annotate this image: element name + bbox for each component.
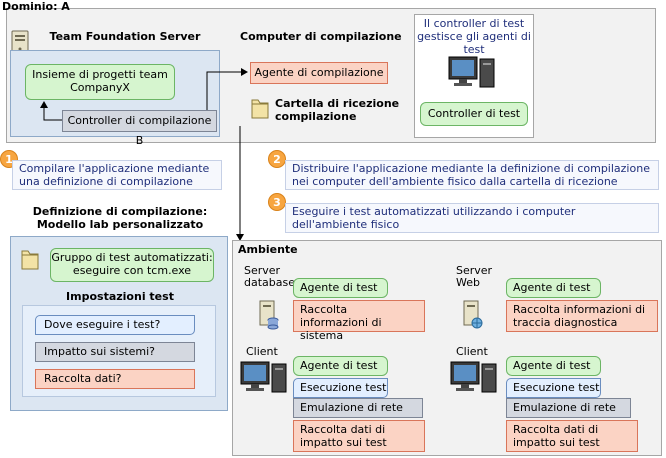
build-computer-title: Computer di compilazione bbox=[240, 30, 402, 43]
folder-icon bbox=[21, 250, 39, 270]
folder-icon bbox=[251, 99, 269, 119]
step-2-note: Distribuire l'applicazione mediante la d… bbox=[285, 160, 659, 190]
db-server-label: Server database bbox=[244, 264, 295, 289]
test-controller-caption: Il controller di test gestisce gli agent… bbox=[417, 17, 531, 56]
web-test-agent-label: Agente di test bbox=[513, 281, 591, 294]
setting-data-label: Raccolta dati? bbox=[44, 372, 122, 385]
client-1-label: Client bbox=[246, 345, 278, 358]
test-suite-label: Gruppo di test automatizzati: eseguire c… bbox=[51, 251, 213, 277]
step-3-text: Eseguire i test automatizzati utilizzand… bbox=[292, 205, 576, 231]
step-3-badge: 3 bbox=[268, 193, 286, 211]
client-1-impact-data[interactable]: Raccolta dati di impatto sui test bbox=[293, 420, 425, 452]
web-trace-info-label: Raccolta informazioni di traccia diagnos… bbox=[513, 303, 646, 329]
client-2-label: Client bbox=[456, 345, 488, 358]
test-controller-label: Controller di test bbox=[427, 107, 521, 120]
domain-label: Dominio: A bbox=[2, 0, 70, 13]
setting-where[interactable]: Dove eseguire i test? bbox=[35, 315, 195, 335]
client-1-test-agent-label: Agente di test bbox=[300, 359, 378, 372]
client-computer-icon bbox=[240, 361, 287, 393]
tfs-title: Team Foundation Server bbox=[49, 30, 201, 43]
setting-impact[interactable]: Impatto sui sistemi? bbox=[35, 342, 195, 362]
db-system-info[interactable]: Raccolta informazioni di sistema bbox=[293, 300, 425, 342]
computer-icon bbox=[448, 56, 495, 88]
client-2-network-emulation[interactable]: Emulazione di rete bbox=[506, 398, 631, 418]
drop-folder-label: Cartella di ricezione compilazione bbox=[275, 97, 400, 123]
build-controller[interactable]: Controller di compilazione B bbox=[62, 110, 217, 147]
client-2-test-run-label: Esecuzione test bbox=[513, 381, 600, 394]
client-2-impact-data[interactable]: Raccolta dati di impatto sui test bbox=[506, 420, 638, 452]
server-icon bbox=[11, 30, 29, 56]
setting-impact-label: Impatto sui sistemi? bbox=[44, 345, 155, 358]
client-1-test-agent[interactable]: Agente di test bbox=[293, 356, 388, 376]
client-1-impact-data-label: Raccolta dati di impatto sui test bbox=[300, 423, 387, 449]
client-2-test-run[interactable]: Esecuzione test bbox=[506, 378, 601, 398]
web-server-icon bbox=[463, 300, 483, 329]
web-server-label: Server Web bbox=[456, 264, 493, 289]
team-project-collection[interactable]: Insieme di progetti team CompanyX bbox=[25, 64, 175, 100]
db-system-info-label: Raccolta informazioni di sistema bbox=[300, 303, 382, 342]
client-2-network-emulation-label: Emulazione di rete bbox=[513, 401, 616, 414]
db-test-agent[interactable]: Agente di test bbox=[293, 278, 388, 298]
client-1-network-emulation-label: Emulazione di rete bbox=[300, 401, 403, 414]
client-1-test-run[interactable]: Esecuzione test bbox=[293, 378, 388, 398]
database-server-icon bbox=[259, 300, 279, 330]
client-2-test-agent[interactable]: Agente di test bbox=[506, 356, 601, 376]
client-2-impact-data-label: Raccolta dati di impatto sui test bbox=[513, 423, 600, 449]
build-definition-title: Definizione di compilazione: Modello lab… bbox=[32, 205, 208, 231]
web-trace-info[interactable]: Raccolta informazioni di traccia diagnos… bbox=[506, 300, 658, 332]
step-2-text: Distribuire l'applicazione mediante la d… bbox=[292, 162, 650, 188]
client-1-network-emulation[interactable]: Emulazione di rete bbox=[293, 398, 423, 418]
client-computer-icon bbox=[450, 361, 497, 393]
test-settings-title: Impostazioni test bbox=[66, 290, 174, 303]
db-test-agent-label: Agente di test bbox=[300, 281, 378, 294]
web-test-agent[interactable]: Agente di test bbox=[506, 278, 601, 298]
client-1-test-run-label: Esecuzione test bbox=[300, 381, 387, 394]
test-controller[interactable]: Controller di test bbox=[420, 102, 528, 126]
team-project-collection-label: Insieme di progetti team CompanyX bbox=[32, 68, 168, 94]
build-agent-label: Agente di compilazione bbox=[254, 66, 384, 79]
step-1-text: Compilare l'applicazione mediante una de… bbox=[19, 162, 210, 188]
client-2-test-agent-label: Agente di test bbox=[513, 359, 591, 372]
setting-data[interactable]: Raccolta dati? bbox=[35, 369, 195, 389]
setting-where-label: Dove eseguire i test? bbox=[44, 318, 161, 331]
step-1-note: Compilare l'applicazione mediante una de… bbox=[12, 160, 222, 190]
step-2-badge: 2 bbox=[268, 150, 286, 168]
environment-title: Ambiente bbox=[238, 243, 298, 256]
build-agent[interactable]: Agente di compilazione bbox=[250, 62, 388, 84]
test-suite[interactable]: Gruppo di test automatizzati: eseguire c… bbox=[50, 248, 214, 282]
build-controller-label: Controller di compilazione B bbox=[67, 114, 212, 147]
step-3-note: Eseguire i test automatizzati utilizzand… bbox=[285, 203, 659, 233]
